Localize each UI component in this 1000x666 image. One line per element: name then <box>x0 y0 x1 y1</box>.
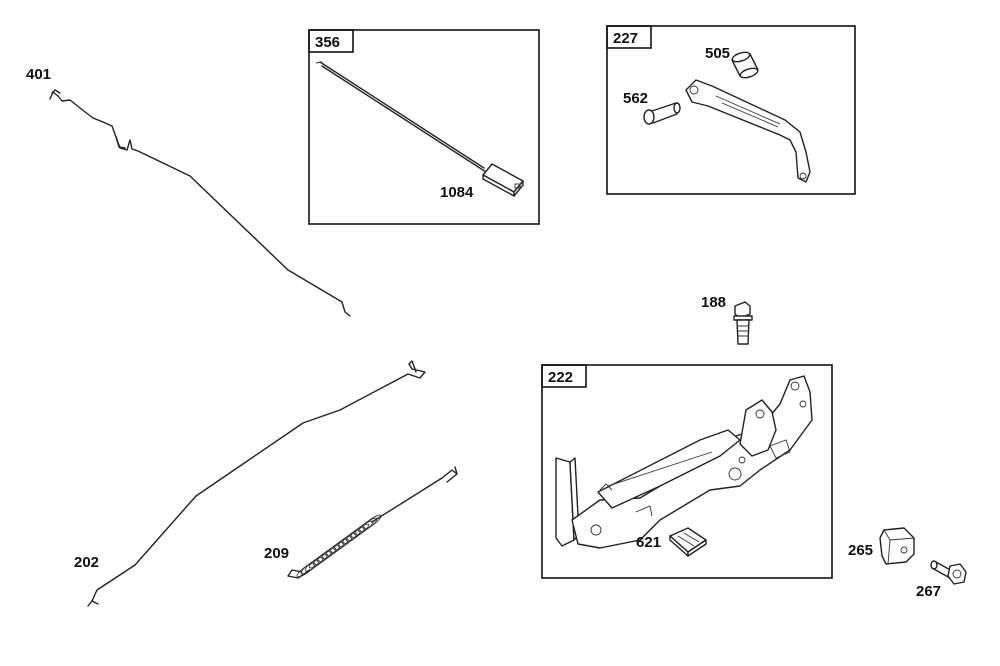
part-188-bolt <box>733 301 753 345</box>
part-1084-wire <box>315 61 524 197</box>
part-265-block <box>879 527 915 565</box>
box-label-356: 356 <box>315 34 340 51</box>
part-621-clip <box>669 527 707 557</box>
kit-box-227 <box>606 25 856 195</box>
part-209-spring <box>287 466 458 579</box>
callout-1084: 1084 <box>440 184 474 201</box>
part-202-rod <box>87 360 426 607</box>
part-267-screw <box>930 560 967 585</box>
callout-505: 505 <box>705 45 730 62</box>
part-505-bushing <box>731 51 759 79</box>
kit-box-356 <box>308 29 540 225</box>
box-label-227: 227 <box>613 30 638 47</box>
callout-209: 209 <box>264 545 289 562</box>
callout-202: 202 <box>74 554 99 571</box>
part-222-bracket <box>555 375 813 549</box>
callout-188: 188 <box>701 294 726 311</box>
box-label-222: 222 <box>548 369 573 386</box>
part-227-lever <box>685 79 811 183</box>
callout-265: 265 <box>848 542 873 559</box>
spring-coil <box>362 514 382 530</box>
callout-267: 267 <box>916 583 941 600</box>
kit-box-222 <box>541 364 833 579</box>
callout-621: 621 <box>636 534 661 551</box>
part-401-rod <box>49 89 351 317</box>
callout-562: 562 <box>623 90 648 107</box>
part-562-pin <box>643 102 681 125</box>
callout-401: 401 <box>26 66 51 83</box>
